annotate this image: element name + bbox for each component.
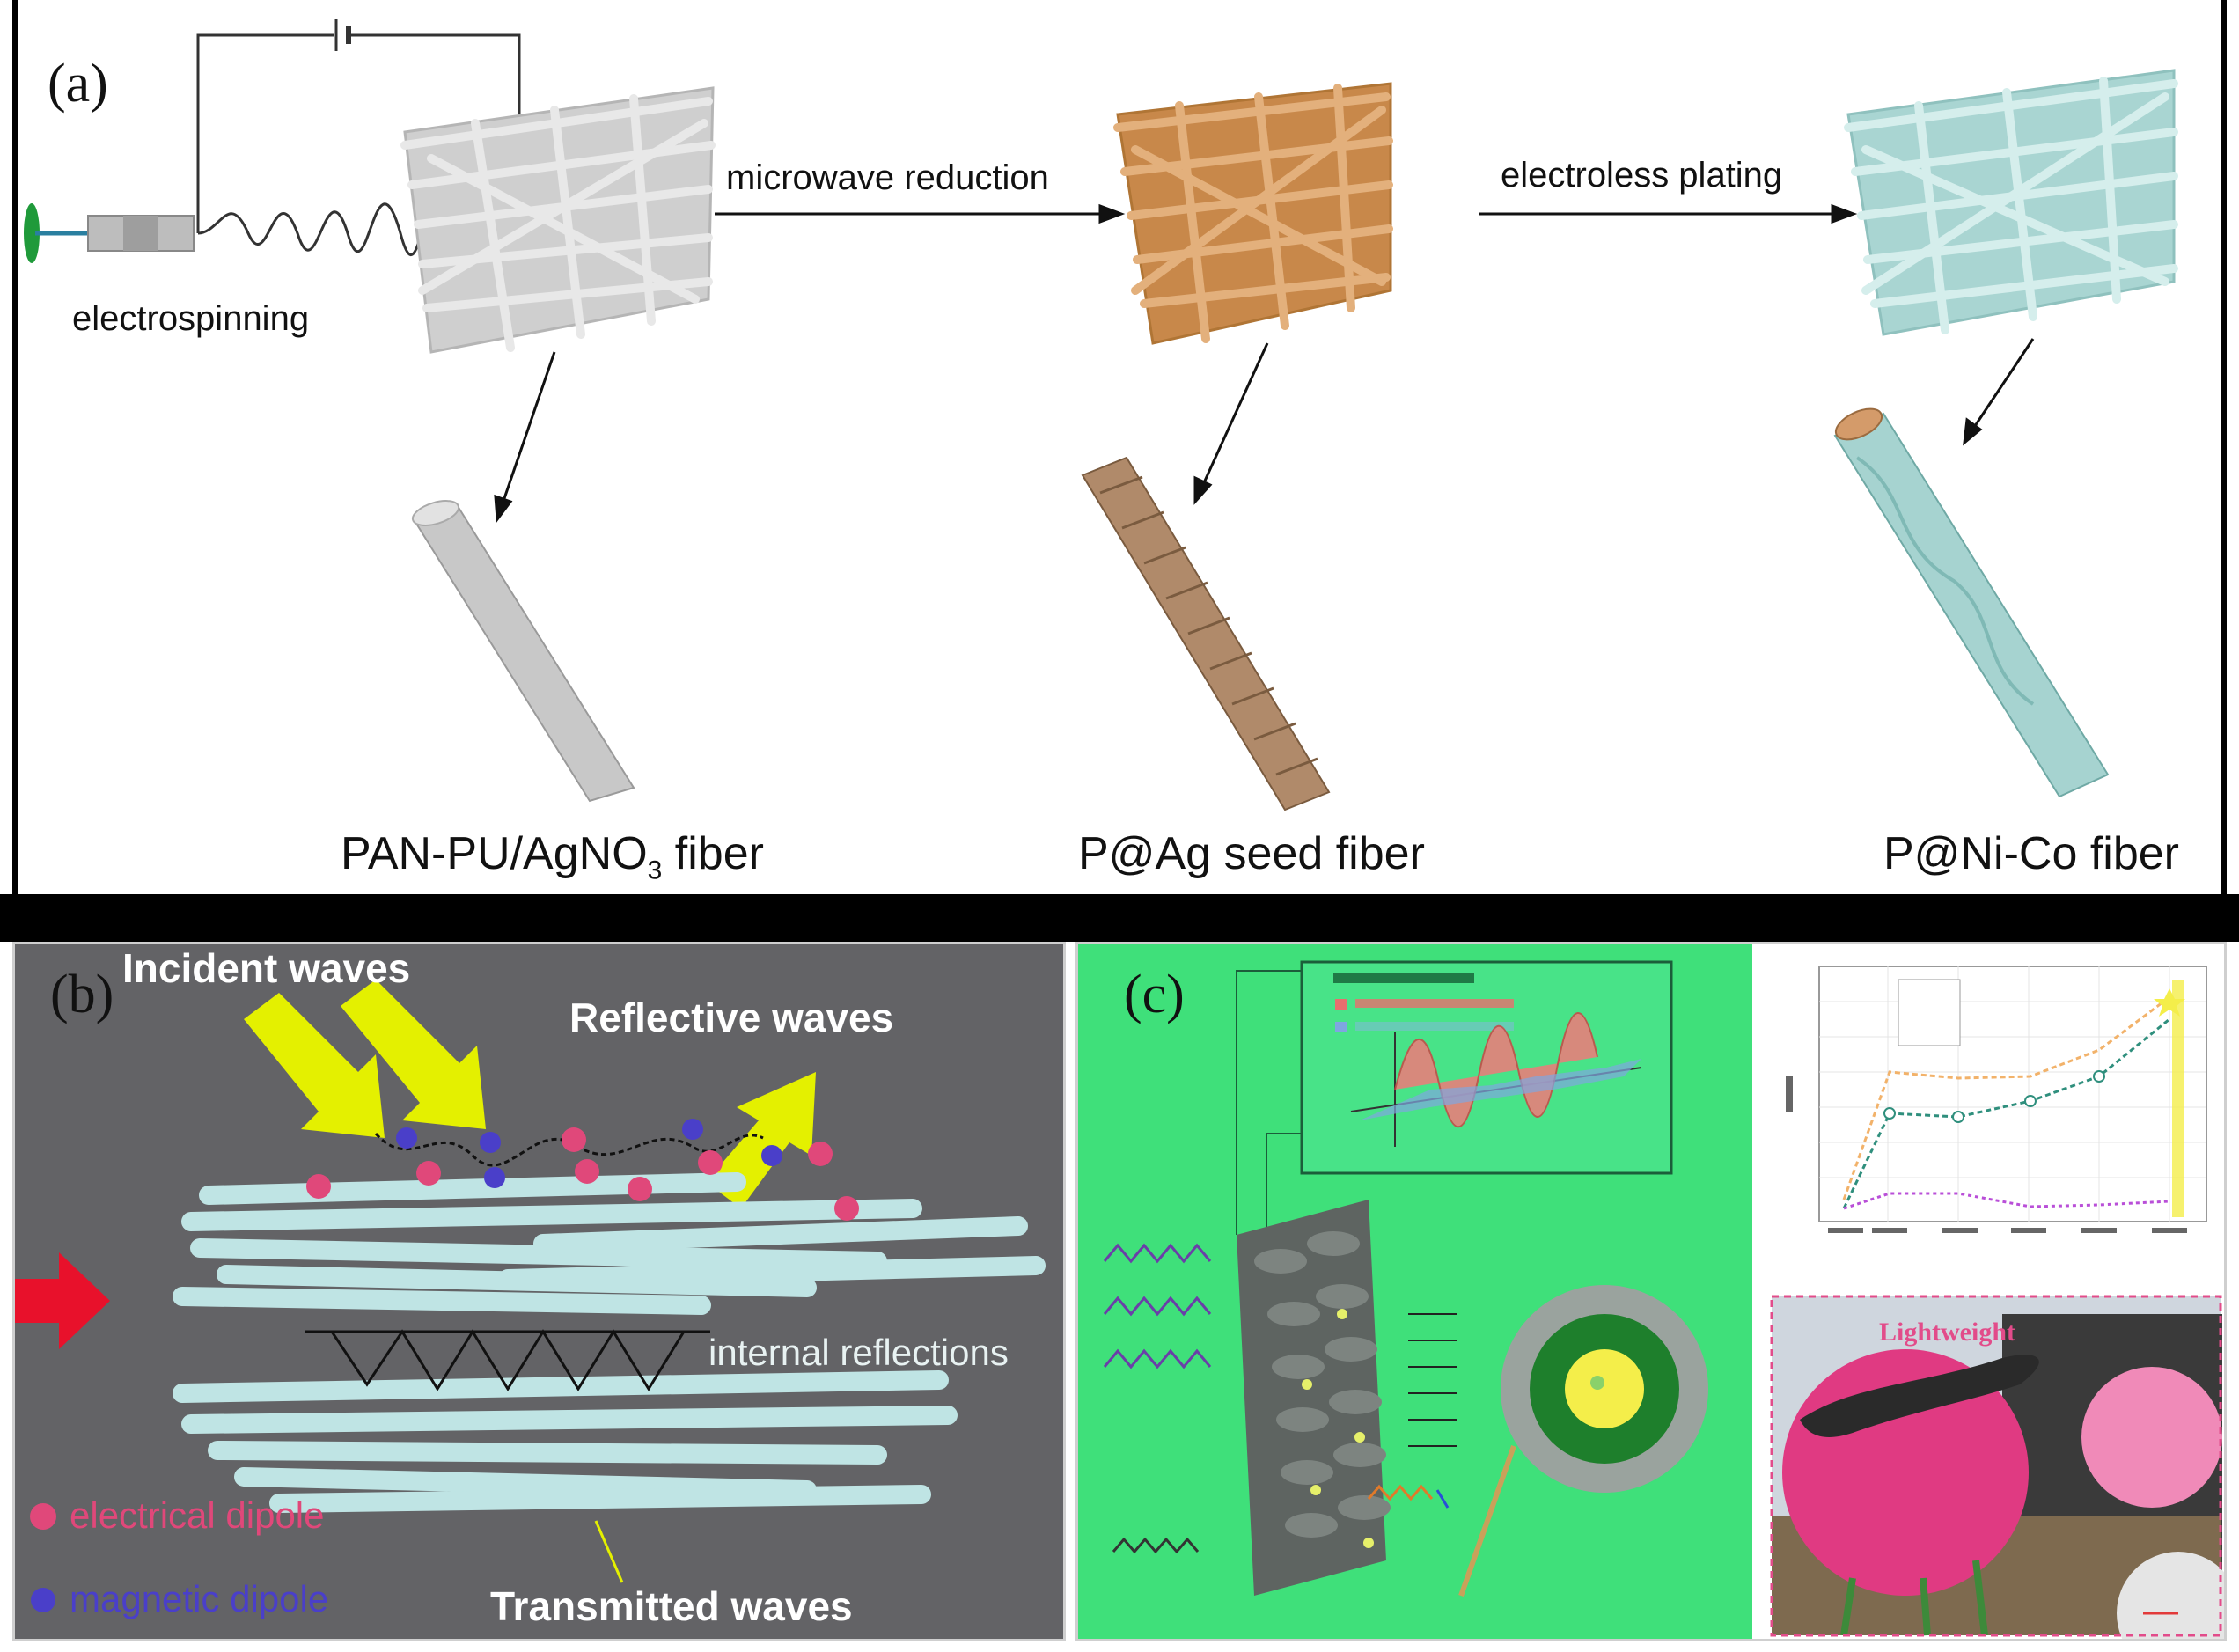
jet-wave — [197, 196, 452, 257]
ag-seed-fiber — [1081, 456, 1331, 811]
absorbed-wave — [1367, 1484, 1434, 1501]
panel-c-label: (c) — [1124, 965, 1185, 1024]
gray-fiber — [411, 500, 635, 803]
fiber1-label: PAN-PU/AgNO3 fiber — [341, 828, 764, 885]
transmitted-waves-label: Transmitted waves — [490, 1583, 853, 1629]
gray-fiber-mat — [400, 86, 716, 354]
panel-b-label: (b) — [50, 965, 114, 1024]
electrospinning-label: electrospinning — [72, 299, 310, 338]
panel-separator — [0, 894, 2239, 942]
lower-fiber-layer — [173, 1370, 958, 1513]
electrical-dipole-label: electrical dipole — [70, 1494, 325, 1536]
panel-a-label: (a) — [48, 54, 108, 114]
reflective-waves-label: Reflective waves — [569, 995, 894, 1040]
ni-co-fiber — [1833, 407, 2110, 798]
transmitted-pointer — [594, 1520, 624, 1583]
inset-guide-lines — [1236, 970, 1302, 1235]
reflected-wave — [1112, 1537, 1200, 1554]
incident-waves-label: Incident waves — [122, 945, 411, 991]
fiber3-label: P@Ni-Co fiber — [1883, 828, 2179, 879]
fiber2-label: P@Ag seed fiber — [1078, 828, 1425, 879]
wave-inset — [1300, 960, 1673, 1175]
lightweight-label: Lightweight — [1879, 1318, 2016, 1347]
panel-b-graphics — [15, 980, 1046, 1612]
tan-rod — [1458, 1445, 1516, 1597]
microwave-reduction-label: microwave reduction — [726, 158, 1049, 197]
magnetic-dipole-label: magnetic dipole — [70, 1578, 329, 1619]
fiber-bundle — [1237, 1200, 1391, 1596]
se-chart — [1765, 944, 2224, 1288]
exiting-lines — [1408, 1313, 1457, 1447]
panel-c-graphics — [1078, 944, 2224, 1639]
circuit-wire — [196, 19, 521, 233]
lightweight-photo — [1770, 1295, 2224, 1639]
incident-arrows — [244, 980, 486, 1138]
panel-a-graphics — [24, 19, 2178, 811]
process-arrows — [494, 203, 2035, 524]
panel-c: (c) Lightweight — [1075, 942, 2227, 1641]
magnetic-dipole-legend-icon — [31, 1588, 55, 1612]
panel-a: (a) electrospinning microwave reduction … — [12, 0, 2227, 894]
upper-fiber-layer — [173, 1172, 1046, 1315]
panel-b: (b) Incident waves Reflective waves inte… — [12, 942, 1066, 1641]
incident-em-waves — [1103, 1243, 1212, 1369]
cross-section — [1501, 1285, 1708, 1493]
electrical-dipoles — [306, 1127, 859, 1221]
internal-reflection-wave — [330, 1329, 686, 1391]
electrical-dipole-legend-icon — [30, 1503, 56, 1530]
orange-fiber-mat — [1113, 82, 1393, 345]
internal-reflections-label: internal reflections — [708, 1332, 1009, 1373]
syringe-icon — [24, 203, 195, 263]
teal-fiber-mat — [1844, 69, 2178, 336]
red-arrow — [15, 1252, 110, 1349]
magnetic-dipoles — [396, 1119, 782, 1188]
absorbed-cross — [1435, 1489, 1450, 1509]
electroless-plating-label: electroless plating — [1501, 156, 1783, 195]
